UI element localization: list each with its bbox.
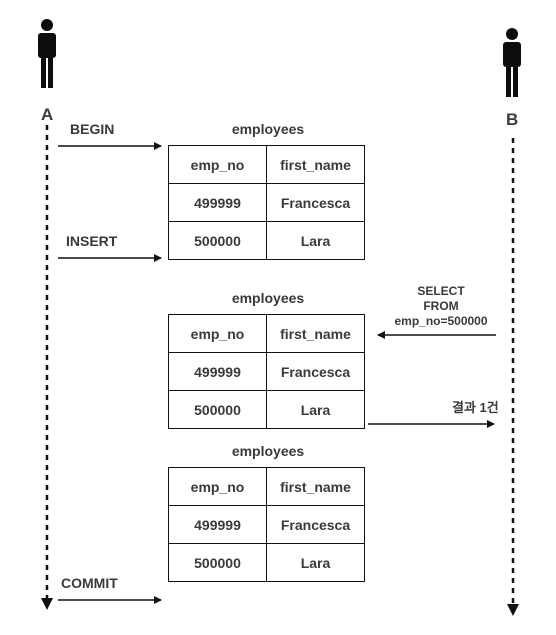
table-title: employees (231, 290, 305, 306)
begin-label: BEGIN (70, 121, 115, 137)
table-title: employees (231, 443, 305, 459)
person-icon (38, 19, 56, 88)
table-header-row: emp_no first_name (168, 314, 365, 353)
table-cell: 499999 (168, 505, 267, 544)
employees-table: emp_no first_name 499999 Francesca 50000… (168, 314, 365, 429)
select-query-label: SELECT FROM emp_no=500000 (385, 284, 497, 329)
actor-b-label: B (506, 110, 519, 129)
table-cell: Francesca (266, 352, 365, 391)
table-row: 499999 Francesca (168, 183, 365, 222)
table-cell: 499999 (168, 352, 267, 391)
header-cell: emp_no (168, 467, 267, 506)
header-cell: first_name (266, 314, 365, 353)
insert-label: INSERT (66, 233, 118, 249)
select-line: SELECT (417, 284, 465, 298)
table-cell: Lara (266, 390, 365, 429)
table-row: 500000 Lara (168, 390, 365, 429)
header-cell: first_name (266, 467, 365, 506)
table-header-row: emp_no first_name (168, 145, 365, 184)
table-cell: 500000 (168, 390, 267, 429)
table-header-row: emp_no first_name (168, 467, 365, 506)
table-row: 499999 Francesca (168, 352, 365, 391)
table-cell: Francesca (266, 183, 365, 222)
header-cell: emp_no (168, 145, 267, 184)
table-row: 500000 Lara (168, 221, 365, 260)
result-label: 결과 1건 (452, 400, 499, 415)
table-row: 500000 Lara (168, 543, 365, 582)
header-cell: first_name (266, 145, 365, 184)
table-cell: 499999 (168, 183, 267, 222)
lifeline-b-arrowhead (507, 604, 519, 616)
table-cell: 500000 (168, 221, 267, 260)
select-line: emp_no=500000 (394, 314, 488, 328)
select-line: FROM (423, 299, 459, 313)
person-icon (503, 28, 521, 97)
table-title: employees (231, 121, 305, 137)
header-cell: emp_no (168, 314, 267, 353)
actor-a-label: A (41, 105, 54, 124)
table-cell: Lara (266, 543, 365, 582)
lifeline-a-arrowhead (41, 598, 53, 610)
table-cell: Lara (266, 221, 365, 260)
employees-table: emp_no first_name 499999 Francesca 50000… (168, 145, 365, 260)
commit-label: COMMIT (61, 575, 118, 591)
table-cell: Francesca (266, 505, 365, 544)
table-row: 499999 Francesca (168, 505, 365, 544)
table-cell: 500000 (168, 543, 267, 582)
employees-table: emp_no first_name 499999 Francesca 50000… (168, 467, 365, 582)
